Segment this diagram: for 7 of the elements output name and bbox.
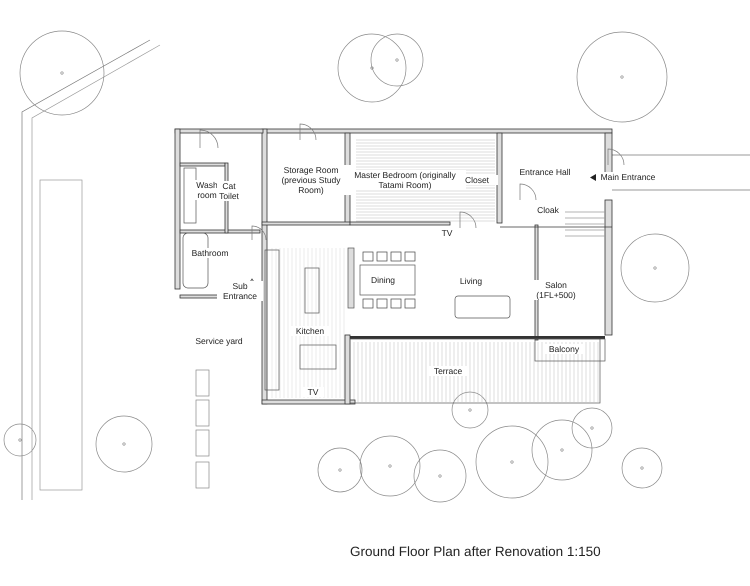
room-label: Kitchen bbox=[289, 326, 331, 336]
room-label: Sub Entrance bbox=[217, 281, 263, 301]
room-label: Terrace bbox=[427, 366, 469, 376]
drawing-title: Ground Floor Plan after Renovation 1:150 bbox=[350, 544, 601, 559]
room-label: Cat Toilet bbox=[217, 181, 241, 201]
room-label: TV bbox=[302, 387, 324, 397]
room-label: Balcony bbox=[543, 344, 585, 354]
